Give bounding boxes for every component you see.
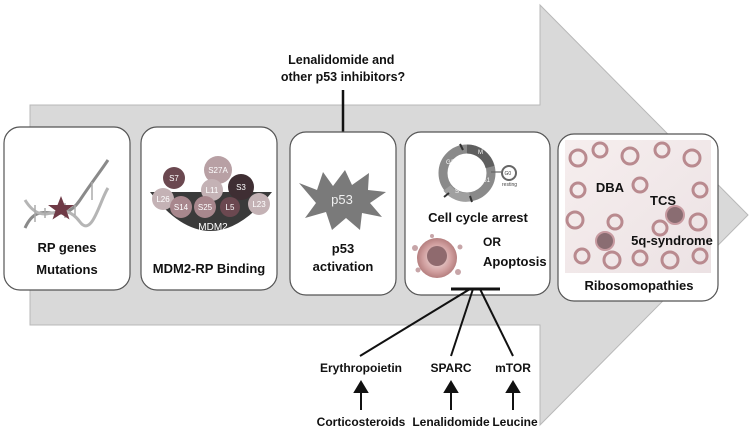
protein-label: S27A	[208, 166, 228, 175]
lenalidomide-label: Lenalidomide	[412, 415, 490, 429]
corticosteroids-label: Corticosteroids	[317, 415, 406, 429]
red-blood-cells	[565, 141, 709, 270]
phase-label: S	[455, 189, 459, 195]
protein-s27a	[204, 156, 232, 184]
panel-ribosomopathies: DBA TCS 5q-syndrome Ribosomopathies	[557, 133, 719, 302]
protein-label: S14	[174, 203, 189, 212]
rp-genes-label: RP genes	[37, 240, 96, 255]
up-arrow-icon	[505, 380, 521, 410]
tcs-label: TCS	[650, 193, 676, 208]
sparc-label: SPARC	[430, 361, 471, 375]
protein-label: L23	[252, 200, 266, 209]
white-blood-cell	[595, 231, 615, 251]
cell-cycle-arrest-label: Cell cycle arrest	[428, 210, 528, 225]
protein-l26	[152, 188, 174, 210]
panel-p53-activation: p53 p53 activation	[289, 131, 397, 296]
mutations-label: Mutations	[36, 262, 97, 277]
p53-burst-shape	[299, 170, 386, 230]
or-label: OR	[483, 235, 501, 249]
erythropoietin-label: Erythropoietin	[320, 361, 402, 375]
mtor-line	[479, 288, 514, 357]
epo-line	[359, 288, 471, 357]
protein-label: S25	[198, 203, 213, 212]
mdm2-label: MDM2	[198, 222, 228, 233]
protein-label: S7	[169, 174, 179, 183]
phase-label: G1	[482, 178, 491, 184]
protein-label: L26	[156, 195, 170, 204]
cell-cycle-wheel-icon: G2 M G1 S G0 resting	[438, 143, 517, 203]
phase-label: G0	[505, 171, 512, 177]
panel-cell-fate: G2 M G1 S G0 resting Cell cycle arrest O…	[404, 131, 551, 296]
inhibitor-label: Lenalidomide and other p53 inhibitors?	[281, 53, 405, 84]
panel-mdm2-binding: MDM2 S27A S7 L11 L26 S14 S25 S3 L5 L23 M…	[140, 126, 278, 291]
protein-label: L5	[226, 203, 235, 212]
p53-label: p53	[332, 241, 354, 256]
activation-label: activation	[313, 259, 374, 274]
protein-l11	[201, 179, 223, 201]
protein-s14	[170, 196, 192, 218]
protein-s25	[194, 196, 216, 218]
apoptosis-label: Apoptosis	[483, 254, 547, 269]
leucine-label: Leucine	[492, 415, 538, 429]
protein-label: L11	[206, 186, 219, 195]
dba-label: DBA	[596, 180, 625, 195]
phase-label: G2	[446, 160, 455, 166]
5q-syndrome-label: 5q-syndrome	[631, 233, 713, 248]
up-arrow-icon	[443, 380, 459, 410]
protein-l5	[220, 197, 240, 217]
p53-burst-label: p53	[331, 192, 353, 207]
rp-protein-cluster: S27A S7 L11 L26 S14 S25 S3 L5 L23	[152, 156, 270, 218]
phase-label: M	[478, 150, 483, 156]
sparc-line	[450, 288, 474, 357]
g0-resting-icon	[501, 165, 517, 181]
white-blood-cell	[665, 205, 685, 225]
protein-label: S3	[236, 183, 246, 192]
panel-rp-genes: RP genes Mutations	[3, 126, 131, 291]
phase-label: resting	[502, 182, 517, 188]
mutation-star-icon	[48, 196, 74, 220]
mtor-label: mTOR	[495, 361, 531, 375]
ribosomopathies-label: Ribosomopathies	[584, 278, 693, 293]
up-arrow-icon	[353, 380, 369, 410]
apoptotic-cell-icon	[412, 234, 463, 278]
protein-s7	[163, 167, 185, 189]
protein-s3	[228, 174, 254, 200]
mdm2-binding-label: MDM2-RP Binding	[153, 261, 265, 276]
protein-l23	[248, 193, 270, 215]
